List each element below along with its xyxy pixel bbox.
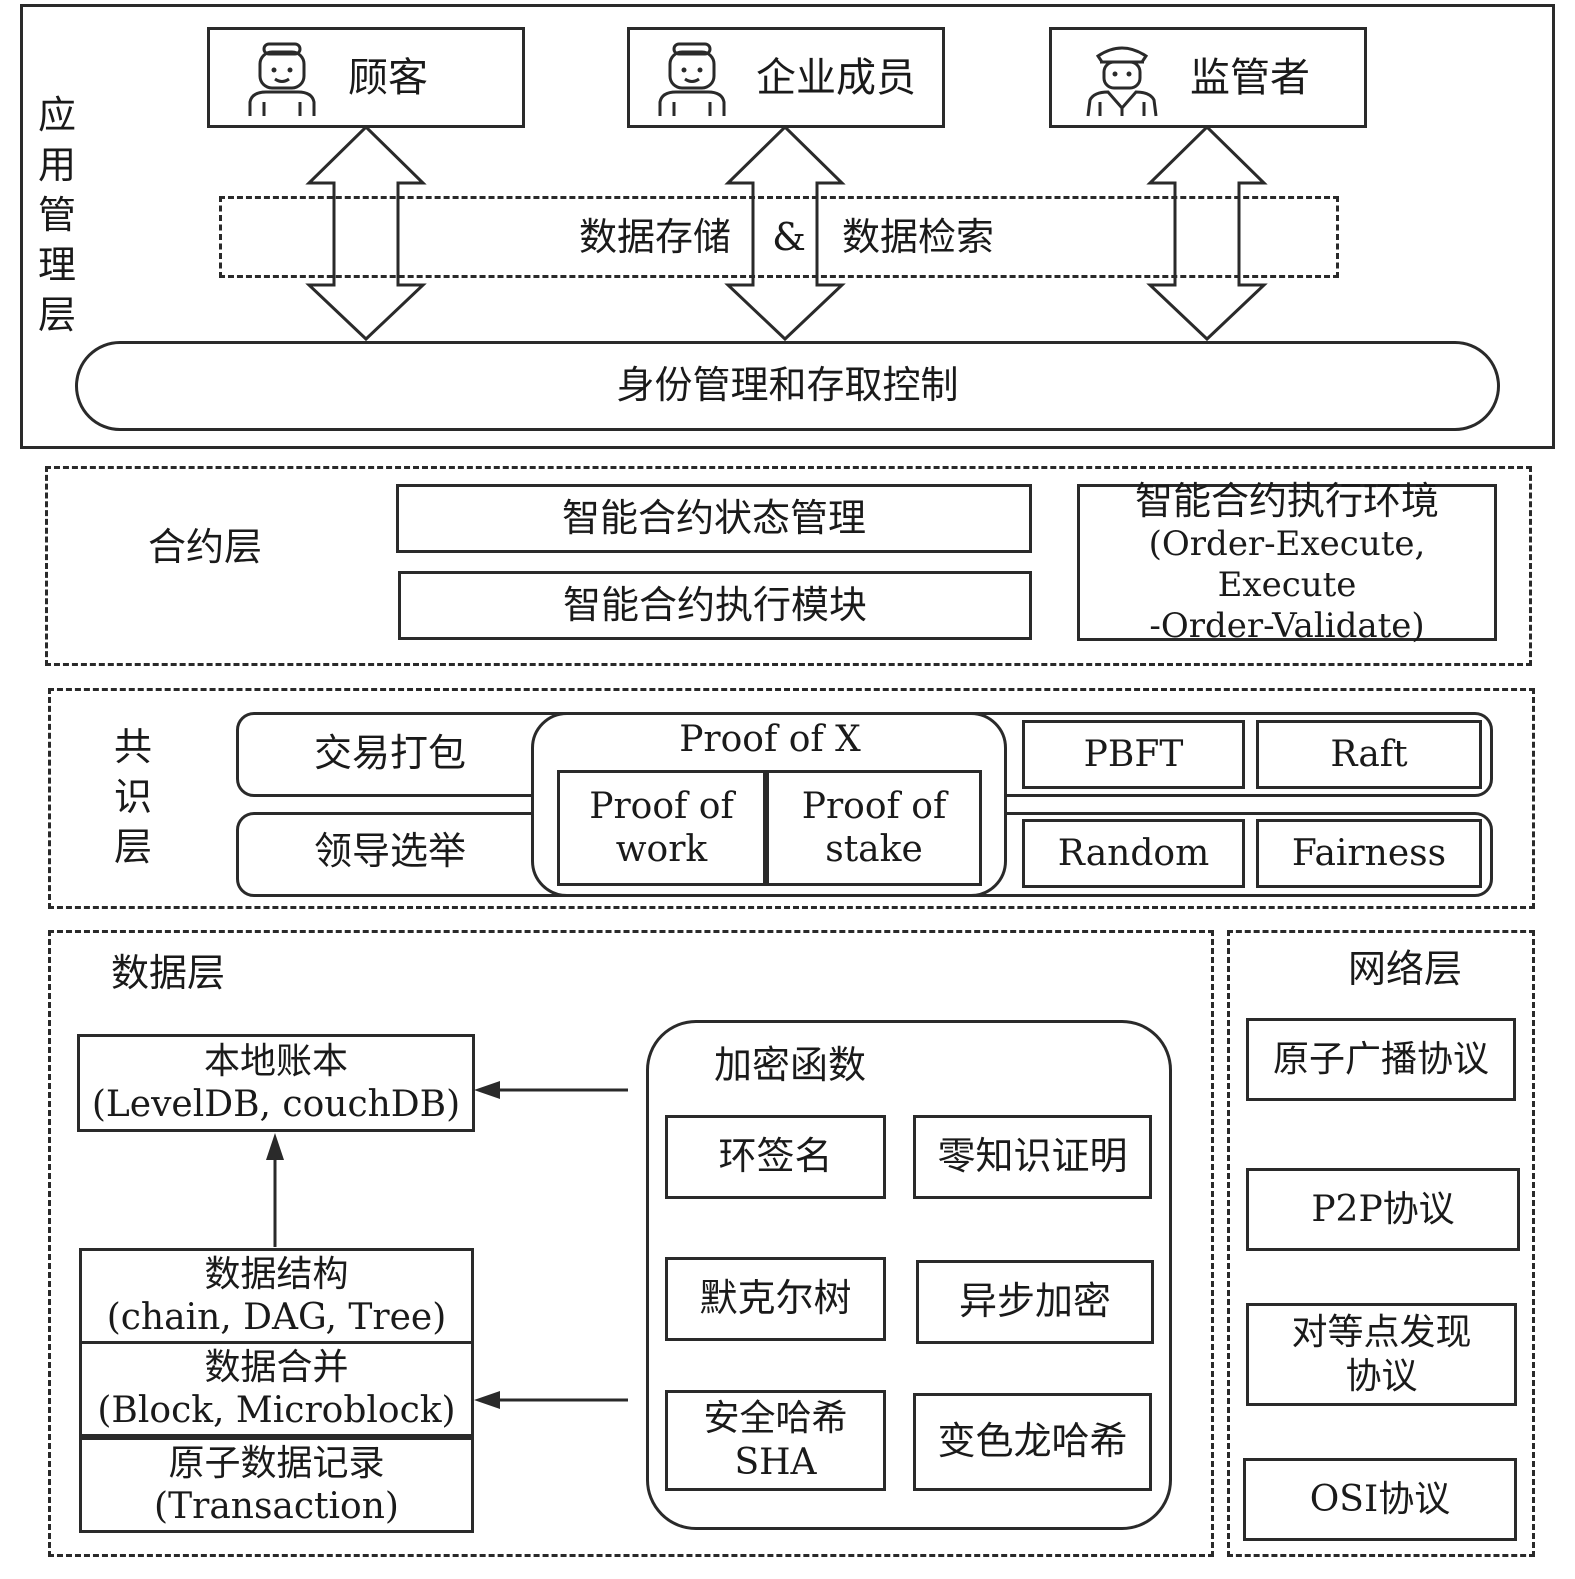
secure-hash-box: 安全哈希 SHA — [665, 1390, 886, 1491]
algo-fairness-label: Fairness — [1291, 832, 1447, 874]
data-retrieval-label: 数据检索 — [828, 210, 1008, 266]
ledger-line2: (LevelDB, couchDB) — [91, 1084, 461, 1125]
data-merge-box: 数据合并 (Block, Microblock) — [79, 1341, 474, 1437]
data-layer — [48, 930, 1214, 1557]
peer-discovery-label: 对等点发现协议 — [1291, 1312, 1472, 1397]
regulator-icon — [1082, 38, 1162, 118]
merge-line1: 数据合并 — [204, 1346, 349, 1388]
algo-random-label: Random — [1057, 832, 1210, 874]
identity-access-control-pill: 身份管理和存取控制 — [75, 341, 1500, 431]
contract-execution-module-box: 智能合约执行模块 — [398, 571, 1032, 640]
data-storage-retrieval-band — [219, 196, 1339, 278]
structure-line2: (chain, DAG, Tree) — [106, 1297, 447, 1338]
chameleon-hash-box: 变色龙哈希 — [913, 1393, 1152, 1491]
algo-pbft-box: PBFT — [1022, 720, 1245, 789]
crypto-title: 加密函数 — [713, 1043, 866, 1088]
async-encryption-box: 异步加密 — [916, 1260, 1154, 1344]
algo-pbft-label: PBFT — [1083, 733, 1184, 775]
contract-layer-label: 合约层 — [147, 525, 262, 570]
osi-protocol-box: OSI协议 — [1243, 1458, 1517, 1541]
record-line1: 原子数据记录 — [168, 1442, 385, 1484]
sha-line2: SHA — [734, 1441, 817, 1483]
async-encryption-label: 异步加密 — [958, 1279, 1111, 1324]
leader-election-label: 领导选举 — [313, 829, 466, 874]
algo-raft-box: Raft — [1256, 720, 1482, 789]
atomic-broadcast-box: 原子广播协议 — [1246, 1018, 1516, 1101]
exec-env-line3: -Order-Validate) — [1149, 605, 1425, 646]
user-label-member: 企业成员 — [756, 54, 916, 101]
tx-packing-label: 交易打包 — [313, 731, 466, 776]
contract-execution-env-box: 智能合约执行环境 (Order-Execute, Execute -Order-… — [1077, 479, 1497, 646]
double-arrow-customer — [305, 124, 427, 342]
network-layer — [1227, 930, 1535, 1557]
pow-line2: work — [615, 829, 708, 870]
algo-raft-label: Raft — [1330, 733, 1408, 775]
contract-state-management-label: 智能合约状态管理 — [561, 495, 866, 540]
customer-icon — [242, 38, 322, 118]
app-layer-label: 应用管理层 — [32, 90, 82, 340]
double-arrow-regulator — [1146, 124, 1268, 342]
osi-label: OSI协议 — [1309, 1478, 1451, 1520]
proof-of-work-box: Proof of work — [557, 770, 766, 886]
consensus-layer — [48, 688, 1535, 909]
pos-line2: stake — [825, 829, 923, 870]
p2p-label: P2P协议 — [1311, 1188, 1455, 1230]
merge-line2: (Block, Microblock) — [97, 1390, 456, 1431]
ring-signature-label: 环签名 — [718, 1134, 833, 1179]
zero-knowledge-proof-box: 零知识证明 — [913, 1115, 1152, 1199]
record-line2: (Transaction) — [154, 1486, 399, 1527]
algo-fairness-box: Fairness — [1256, 819, 1482, 888]
algo-random-box: Random — [1022, 819, 1245, 888]
atomic-record-box: 原子数据记录 (Transaction) — [79, 1437, 474, 1533]
sha-line1: 安全哈希 — [703, 1398, 848, 1440]
peer-discovery-box: 对等点发现协议 — [1246, 1303, 1517, 1406]
contract-state-management-box: 智能合约状态管理 — [396, 484, 1032, 553]
identity-label: 身份管理和存取控制 — [616, 363, 959, 408]
user-box-regulator: 监管者 — [1049, 27, 1367, 128]
exec-env-line2: (Order-Execute, Execute — [1148, 524, 1426, 605]
app-management-layer — [20, 4, 1555, 449]
data-layer-label: 数据层 — [110, 951, 225, 996]
chameleon-label: 变色龙哈希 — [937, 1419, 1128, 1464]
atomic-broadcast-label: 原子广播协议 — [1272, 1038, 1489, 1080]
ampersand-label: & — [772, 215, 806, 260]
crypto-functions-container — [646, 1020, 1172, 1530]
contract-layer — [45, 466, 1532, 666]
p2p-protocol-box: P2P协议 — [1246, 1168, 1520, 1251]
user-box-member: 企业成员 — [627, 27, 945, 128]
exec-env-line1: 智能合约执行环境 — [1134, 478, 1439, 523]
zkp-label: 零知识证明 — [937, 1134, 1128, 1179]
double-arrow-member — [724, 124, 846, 342]
app-layer-label-text: 应用管理层 — [37, 93, 76, 337]
contract-execution-module-label: 智能合约执行模块 — [562, 582, 867, 627]
network-layer-label: 网络层 — [1347, 947, 1462, 992]
consensus-layer-label: 共识层 — [113, 725, 152, 869]
data-structure-box: 数据结构 (chain, DAG, Tree) — [79, 1248, 474, 1344]
structure-line1: 数据结构 — [204, 1253, 349, 1295]
ring-signature-box: 环签名 — [665, 1115, 886, 1199]
pos-line1: Proof of — [801, 785, 947, 827]
pow-line1: Proof of — [589, 785, 734, 827]
user-label-regulator: 监管者 — [1190, 54, 1310, 101]
ledger-line1: 本地账本 — [203, 1040, 348, 1082]
data-storage-label: 数据存储 — [560, 210, 750, 266]
user-label-customer: 顾客 — [348, 54, 428, 101]
enterprise-member-icon — [652, 38, 732, 118]
local-ledger-box: 本地账本 (LevelDB, couchDB) — [77, 1034, 475, 1132]
proof-of-x-label: Proof of X — [679, 719, 861, 761]
user-box-customer: 顾客 — [207, 27, 525, 128]
merkle-label: 默克尔树 — [699, 1276, 852, 1321]
proof-of-stake-box: Proof of stake — [766, 770, 982, 886]
merkle-tree-box: 默克尔树 — [665, 1257, 886, 1341]
